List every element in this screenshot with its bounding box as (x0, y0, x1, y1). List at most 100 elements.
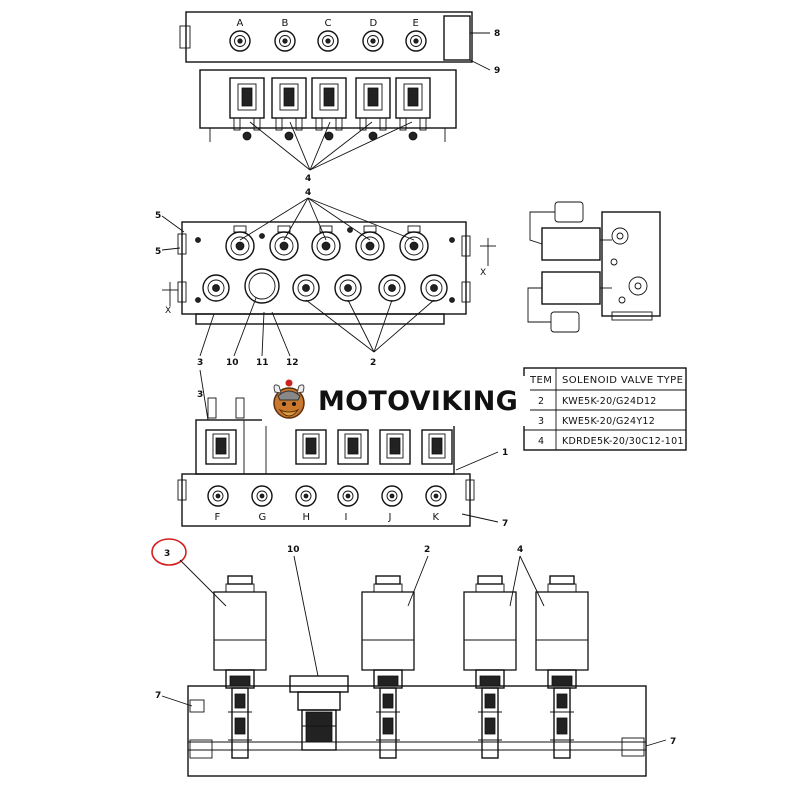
middle-upper-valve-row (225, 225, 429, 261)
pressure-valve (289, 675, 349, 751)
valve-tab (407, 225, 421, 233)
valve-ring (425, 279, 443, 297)
port-inner (212, 490, 224, 502)
top-coil-row (229, 77, 431, 141)
solenoid-cap (477, 575, 503, 585)
middle-lower-valve-row (195, 227, 455, 304)
pressure-valve-inner (248, 272, 276, 300)
coil-bolt (408, 131, 418, 141)
solenoid-coil (361, 591, 415, 671)
coil-connector (403, 83, 423, 111)
port-center (259, 493, 265, 499)
stem-hex (229, 675, 251, 687)
coil-body (337, 429, 369, 465)
valve-core (212, 284, 220, 292)
valve-ring (230, 236, 250, 256)
bottom-manifold-body (187, 685, 647, 777)
cartridge-spool (484, 717, 496, 735)
coil-connector (237, 83, 257, 111)
port-inner (300, 490, 312, 502)
coil-stud (379, 117, 387, 131)
port-label-bottom: K (433, 512, 440, 523)
port-center (433, 493, 439, 499)
mount-hole (195, 237, 201, 243)
side-coil-upper (541, 227, 601, 261)
stem-hex (551, 675, 573, 687)
port-circle (295, 485, 317, 507)
port-inner (256, 490, 268, 502)
valve-ring (297, 279, 315, 297)
coil-pin-block (389, 437, 401, 455)
middle-manifold-view: 4 5 5 X X 3 10 11 12 2 (155, 188, 496, 368)
mount-hole (449, 237, 455, 243)
coil-body (379, 429, 411, 465)
coil-connector (344, 433, 362, 459)
port-label-top: A (237, 18, 244, 29)
table-cell-type: KWE5K-20/G24D12 (562, 396, 657, 407)
callout-2-bottom: 2 (424, 545, 430, 555)
stem-hex (377, 675, 399, 687)
coil-stud (233, 117, 241, 131)
side-manifold-view (527, 201, 661, 333)
port-inner (410, 35, 422, 47)
coil-stud (359, 117, 367, 131)
callout-4-top: 4 (305, 174, 311, 184)
coil-body (271, 77, 307, 119)
coil-connector (279, 83, 299, 111)
valve-tab (319, 225, 333, 233)
callout-8: 8 (494, 29, 500, 39)
port-center (325, 38, 331, 44)
valve-cartridge (379, 687, 397, 759)
callout-4-bottom: 4 (517, 545, 523, 555)
valve-core (409, 241, 419, 251)
coil-connector (212, 433, 230, 459)
coil-pin-block (431, 437, 443, 455)
cartridge-spool (382, 717, 394, 735)
stem-hex (479, 675, 501, 687)
coil-body (229, 77, 265, 119)
port-inner (430, 490, 442, 502)
coil-pin-block (305, 437, 317, 455)
coil-pin-block (241, 87, 253, 107)
coil-connector (428, 433, 446, 459)
port-center (345, 493, 351, 499)
port-inner (279, 35, 291, 47)
coil-stud (315, 117, 323, 131)
coil-bolt (324, 131, 334, 141)
port-label-bottom: J (388, 512, 392, 523)
coil-pin-block (347, 437, 359, 455)
pressure-valve-outer (244, 268, 280, 304)
mount-hole (449, 297, 455, 303)
valve-core (279, 241, 289, 251)
valve-tab (277, 225, 291, 233)
valve-ring (360, 236, 380, 256)
port-label-bottom: G (259, 512, 267, 523)
valve-tab (363, 225, 377, 233)
valve-core (365, 241, 375, 251)
mount-hole (195, 297, 201, 303)
callout-7-lower: 7 (502, 519, 508, 529)
valve-cartridge (231, 687, 249, 759)
viking-mascot-logo (273, 379, 305, 419)
port-center (237, 38, 243, 44)
solenoid-cap (375, 575, 401, 585)
top-manifold-block (185, 11, 473, 63)
solenoid-nut (547, 583, 577, 593)
valve-outer (202, 274, 230, 302)
top-coil-housing (199, 69, 457, 129)
callout-7-left: 7 (155, 691, 161, 701)
port-circle (337, 485, 359, 507)
coil-body (295, 429, 327, 465)
callout-9: 9 (494, 66, 500, 76)
port-circle (425, 485, 447, 507)
highlight-circle (151, 538, 187, 566)
port-inner (322, 35, 334, 47)
table-header-type: SOLENOID VALVE TYPE (562, 375, 683, 386)
callout-2-mid: 2 (370, 358, 376, 368)
port-label-top: C (325, 18, 332, 29)
valve-ring (404, 236, 424, 256)
coil-connector (302, 433, 320, 459)
callout-4-mid: 4 (305, 188, 311, 198)
